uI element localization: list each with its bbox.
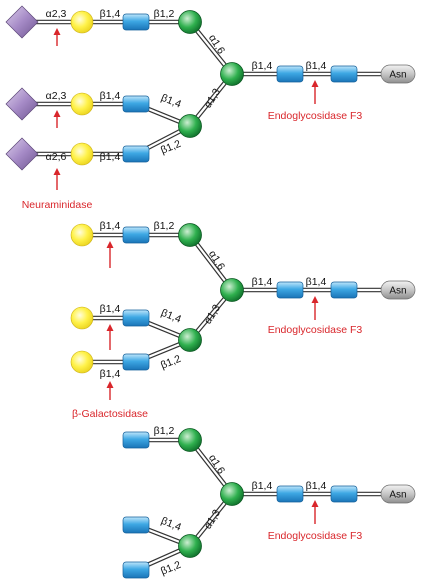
arrowhead-icon: [53, 168, 61, 175]
asn-icon: [380, 280, 416, 300]
mannose-icon: [178, 428, 202, 452]
linkage-label: β1,2: [154, 220, 175, 232]
arrowhead-icon: [106, 324, 114, 331]
galactose-icon: [70, 142, 94, 166]
linkage-label: β1,4: [100, 90, 121, 102]
linkage-label: β1,4: [306, 480, 327, 492]
glcnac-icon: [330, 485, 358, 503]
arrowhead-icon: [53, 28, 61, 35]
sialic-acid-icon: [5, 5, 39, 39]
linkage-label: α2,3: [46, 8, 67, 20]
glcnac-icon: [122, 561, 150, 579]
linkage-label: α1,6: [206, 248, 227, 272]
mannose-icon: [178, 328, 202, 352]
glcnac-icon: [122, 353, 150, 371]
cleavage-arrows: [53, 28, 319, 524]
arrowhead-icon: [106, 381, 114, 388]
linkage-label: β1,4: [252, 60, 273, 72]
neuraminidase-label: Neuraminidase: [22, 199, 93, 211]
asn-label: Asn: [389, 286, 406, 297]
linkage-label: β1,4: [100, 8, 121, 20]
endoglycosidase-f3-label: Endoglycosidase F3: [268, 110, 363, 122]
mannose-icon: [178, 114, 202, 138]
galactose-icon: [70, 306, 94, 330]
asn-icon: [380, 64, 416, 84]
sialic-acid-icon: [5, 87, 39, 121]
mannose-icon: [220, 62, 244, 86]
galactose-icon: [70, 92, 94, 116]
glcnac-icon: [122, 145, 150, 163]
arrowhead-icon: [311, 500, 319, 507]
linkage-label: α1,6: [206, 452, 227, 476]
arrowhead-icon: [106, 241, 114, 248]
mannose-icon: [178, 534, 202, 558]
glcnac-icon: [276, 281, 304, 299]
galactose-icon: [70, 223, 94, 247]
linkage-label: α2,6: [46, 151, 67, 163]
linkage-label: β1,2: [159, 138, 183, 157]
beta-galactosidase-label: β-Galactosidase: [72, 408, 148, 420]
mannose-icon: [220, 482, 244, 506]
mannose-icon: [178, 223, 202, 247]
linkage-label: β1,2: [159, 559, 183, 578]
linkage-label: β1,4: [252, 480, 273, 492]
linkage-label: β1,4: [306, 276, 327, 288]
linkage-label: β1,2: [159, 353, 183, 372]
linkage-label: α1,6: [206, 32, 227, 56]
linkage-label: α1,3: [202, 302, 223, 326]
linkage-label: β1,4: [100, 151, 121, 163]
glcnac-icon: [276, 65, 304, 83]
endoglycosidase-f3-label: Endoglycosidase F3: [268, 530, 363, 542]
glcnac-icon: [122, 226, 150, 244]
linkage-label: β1,4: [159, 307, 183, 326]
asn-icon: [380, 484, 416, 504]
glcnac-icon: [122, 431, 150, 449]
asn-label: Asn: [389, 70, 406, 81]
linkage-label: α2,3: [46, 90, 67, 102]
arrowhead-icon: [53, 110, 61, 117]
galactose-icon: [70, 350, 94, 374]
linkage-label: β1,4: [100, 303, 121, 315]
sialic-acid-icon: [5, 137, 39, 171]
linkage-label: α1,3: [202, 86, 223, 110]
glcnac-icon: [330, 281, 358, 299]
glcnac-icon: [330, 65, 358, 83]
linkage-label: β1,4: [100, 368, 121, 380]
linkage-label: β1,4: [100, 220, 121, 232]
arrowhead-icon: [311, 296, 319, 303]
mannose-icon: [220, 278, 244, 302]
mannose-icon: [178, 10, 202, 34]
linkage-label: β1,4: [252, 276, 273, 288]
glcnac-icon: [122, 95, 150, 113]
glcnac-icon: [122, 13, 150, 31]
linkage-label: β1,4: [159, 515, 183, 534]
linkage-label: β1,2: [154, 425, 175, 437]
glcnac-icon: [122, 309, 150, 327]
linkage-label: β1,4: [159, 92, 183, 111]
linkage-label: β1,2: [154, 8, 175, 20]
asn-label: Asn: [389, 490, 406, 501]
galactose-icon: [70, 10, 94, 34]
arrowhead-icon: [311, 80, 319, 87]
glcnac-icon: [276, 485, 304, 503]
glcnac-icon: [122, 516, 150, 534]
sugar-residues: [5, 5, 416, 579]
endoglycosidase-f3-label: Endoglycosidase F3: [268, 324, 363, 336]
linkage-label: β1,4: [306, 60, 327, 72]
